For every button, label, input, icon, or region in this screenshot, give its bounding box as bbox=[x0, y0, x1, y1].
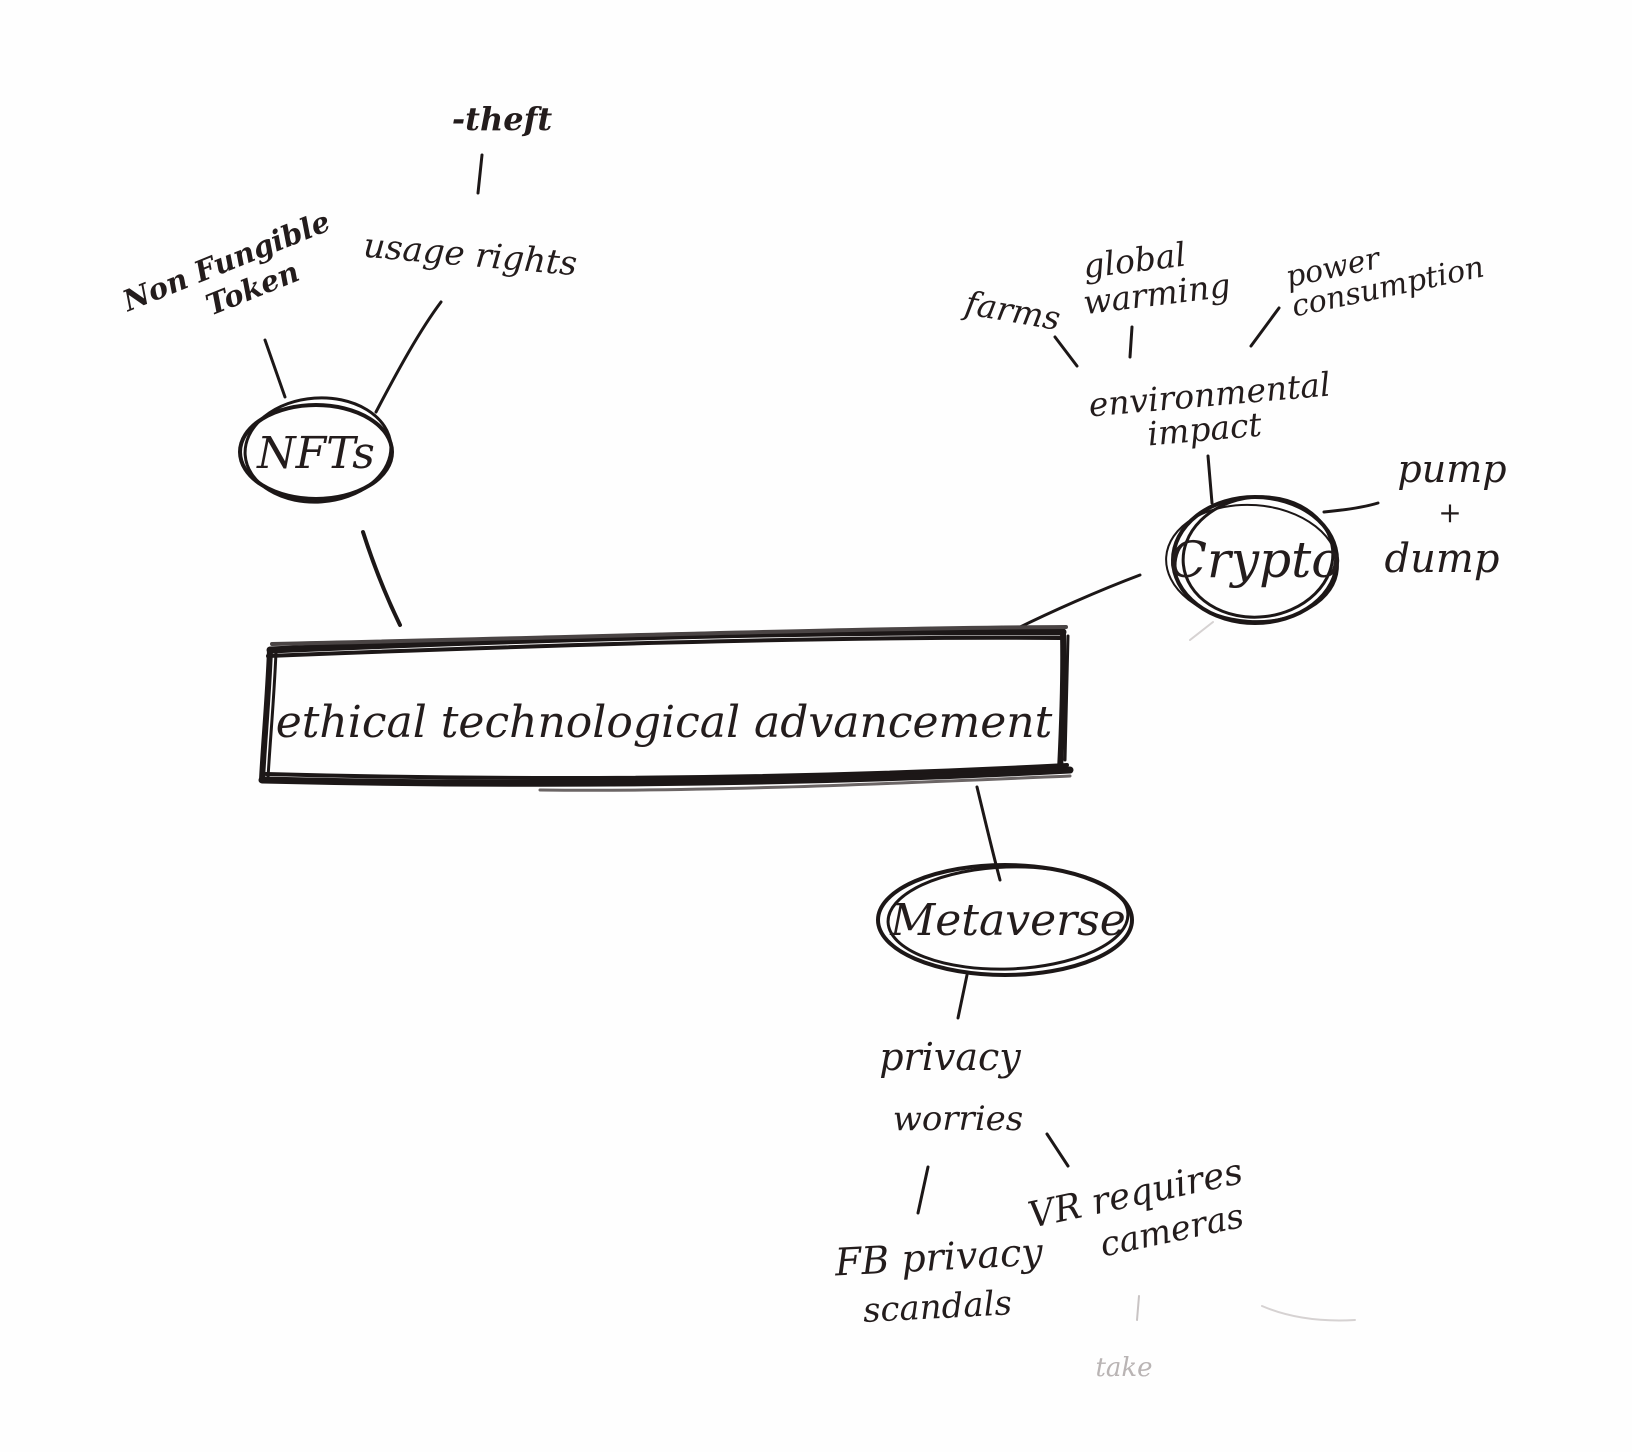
non-fungible-token-node: Non Fungible Token bbox=[117, 204, 335, 322]
fb-privacy-scandals-line1: FB privacy bbox=[833, 1230, 1044, 1285]
connector-privacy-vr-cameras bbox=[1045, 1132, 1070, 1168]
smudges bbox=[1189, 621, 1356, 1322]
pump-dump-line2: + bbox=[1438, 496, 1461, 529]
metaverse-label: Metaverse bbox=[889, 895, 1126, 946]
connector-privacy-fb-scandals bbox=[916, 1165, 930, 1215]
connector-env-farms bbox=[1053, 335, 1079, 368]
power-consumption-node: power consumption bbox=[1283, 241, 1488, 325]
pump-dump-node: pump + dump bbox=[1385, 447, 1507, 582]
center-node: ethical technological advancement bbox=[258, 625, 1074, 792]
connector-env-global-warming bbox=[1128, 325, 1134, 359]
farms-label: farms bbox=[959, 283, 1063, 339]
center-box-outline bbox=[258, 625, 1074, 792]
usage-rights-label: usage rights bbox=[362, 226, 579, 285]
faint-note-label: take bbox=[1095, 1353, 1152, 1383]
crypto-label: Crypto bbox=[1169, 531, 1342, 589]
fb-privacy-scandals-line2: scandals bbox=[862, 1283, 1013, 1331]
connector-metaverse-privacy-worries bbox=[956, 973, 969, 1020]
privacy-worries-line1: privacy bbox=[879, 1035, 1021, 1079]
privacy-worries-line2: worries bbox=[893, 1099, 1024, 1139]
connector-crypto-pump-dump bbox=[1322, 501, 1380, 514]
crypto-ellipse bbox=[1165, 495, 1339, 625]
pump-dump-line3: dump bbox=[1385, 536, 1500, 582]
connectors bbox=[263, 153, 1380, 1321]
smudge-near-crypto bbox=[1189, 621, 1214, 641]
usage-rights-node: usage rights bbox=[362, 226, 579, 285]
nfts-node: NFTs bbox=[238, 396, 394, 504]
crypto-node: Crypto bbox=[1165, 495, 1342, 625]
metaverse-ellipse bbox=[876, 863, 1134, 977]
connector-usage-rights-theft bbox=[476, 153, 484, 195]
connector-center-metaverse bbox=[975, 785, 1002, 882]
privacy-worries-node: privacy worries bbox=[879, 1035, 1023, 1139]
connector-center-nfts bbox=[361, 530, 402, 627]
connector-crypto-environmental-impact bbox=[1206, 454, 1214, 505]
vr-requires-cameras-node: VR requires cameras bbox=[1025, 1151, 1248, 1265]
connector-vr-faint bbox=[1136, 1295, 1140, 1321]
connector-env-power-consumption bbox=[1249, 306, 1281, 348]
smudge-bottom-right bbox=[1261, 1305, 1356, 1322]
nfts-ellipse bbox=[238, 396, 394, 504]
global-warming-node: global warming bbox=[1081, 235, 1233, 323]
theft-label: -theft bbox=[452, 100, 552, 138]
environmental-impact-node: environmental impact bbox=[1087, 365, 1332, 454]
center-node-label: ethical technological advancement bbox=[276, 697, 1053, 748]
connector-nfts-non-fungible-token bbox=[263, 338, 287, 399]
connector-nfts-usage-rights bbox=[374, 300, 443, 414]
fb-privacy-scandals-node: FB privacy scandals bbox=[833, 1230, 1044, 1331]
pump-dump-line1: pump bbox=[1397, 447, 1506, 491]
connector-center-crypto bbox=[1008, 573, 1142, 634]
metaverse-node: Metaverse bbox=[876, 863, 1134, 977]
nfts-label: NFTs bbox=[256, 428, 375, 479]
farms-node: farms bbox=[959, 283, 1063, 339]
